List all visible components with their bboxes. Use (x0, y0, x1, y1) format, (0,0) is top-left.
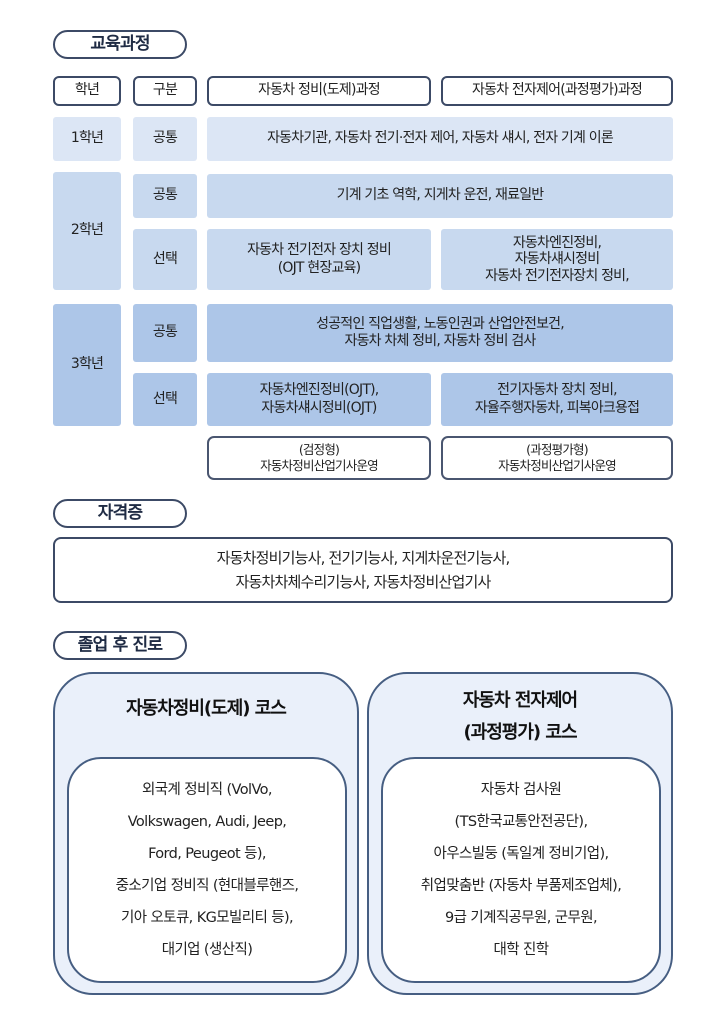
header-grade: 학년 (53, 76, 121, 106)
list-item: 대학 진학 (493, 942, 550, 958)
list-item: 외국계 정비직 (VolVo, (142, 782, 272, 798)
text-line: 자동차섀시정비 (514, 251, 600, 268)
grade3-common: 성공적인 직업생활, 노동인권과 산업안전보건,자동차 차체 정비, 자동차 정… (207, 304, 673, 362)
list-item: (TS한국교통안전공단), (454, 814, 589, 830)
text-line: (검정형) (298, 442, 340, 458)
text-line: 자동차정비산업기사운영 (260, 458, 379, 473)
section-title-certificate: 자격증 (53, 499, 187, 528)
list-item: 대기업 (생산직) (161, 942, 253, 958)
header-course1: 자동차 정비(도제)과정 (207, 76, 431, 106)
career-card-electronic-control: 자동차 전자제어 (과정평가) 코스 자동차 검사원 (TS한국교통안전공단),… (367, 672, 673, 995)
grade3-common-label: 공통 (133, 304, 197, 362)
card-title: 자동차정비(도제) 코스 (126, 698, 287, 719)
career-card-apprenticeship: 자동차정비(도제) 코스 외국계 정비직 (VolVo, Volkswagen,… (53, 672, 359, 995)
grade2-common-label: 공통 (133, 174, 197, 218)
section-title-career: 졸업 후 진로 (53, 631, 187, 660)
grade3-elective2: 전기자동차 장치 정비,자율주행자동차, 피복아크용접 (441, 373, 673, 426)
list-item: 기아 오토큐, KG모빌리티 등), (120, 910, 294, 926)
text-line: 자동차 전기전자장치 정비, (485, 267, 630, 284)
text-line: 자동차 차체 정비, 자동차 정비 검사 (344, 333, 536, 349)
list-item: 취업맞춤반 (자동차 부품제조업체), (420, 878, 622, 894)
text-line: 성공적인 직업생활, 노동인권과 산업안전보건, (316, 315, 565, 332)
grade2-elective1: 자동차 전기전자 장치 정비(OJT 현장교육) (207, 229, 431, 290)
grade3-label: 3학년 (53, 304, 121, 426)
text-line: (과정평가형) (526, 442, 588, 458)
grade1-label: 1학년 (53, 117, 121, 161)
text-line: 자동차섀시정비(OJT) (261, 399, 377, 416)
text-line: 자동차정비산업기사운영 (498, 458, 617, 473)
header-course2: 자동차 전자제어(과정평가)과정 (441, 76, 673, 106)
grade3-elective-label: 선택 (133, 373, 197, 426)
text-line: 자동차엔진정비, (512, 235, 602, 252)
text-line: (OJT 현장교육) (277, 259, 361, 276)
operation-right: (과정평가형)자동차정비산업기사운영 (441, 436, 673, 480)
card-title: (과정평가) 코스 (463, 722, 577, 743)
grade2-common: 기계 기초 역학, 지게차 운전, 재료일반 (207, 174, 673, 218)
list-item: 중소기업 정비직 (현대블루핸즈, (115, 878, 299, 894)
text-line: 자동차엔진정비(OJT), (259, 382, 380, 398)
grade2-label: 2학년 (53, 172, 121, 290)
text-line: 자동차 전기전자 장치 정비 (247, 242, 392, 258)
list-item: 9급 기계직공무원, 군무원, (444, 910, 598, 926)
section-title-curriculum: 교육과정 (53, 30, 187, 59)
list-item: Volkswagen, Audi, Jeep, (127, 814, 287, 830)
text-line: 전기자동차 장치 정비, (497, 382, 617, 398)
certificate-box: 자동차정비기능사, 전기기능사, 지게차운전기능사, 자동차차체수리기능사, 자동… (53, 537, 673, 603)
career-list: 외국계 정비직 (VolVo, Volkswagen, Audi, Jeep, … (67, 757, 347, 983)
career-list: 자동차 검사원 (TS한국교통안전공단), 아우스빌둥 (독일계 정비기업), … (381, 757, 661, 983)
operation-left: (검정형)자동차정비산업기사운영 (207, 436, 431, 480)
list-item: Ford, Peugeot 등), (148, 846, 266, 862)
text-line: 자동차정비기능사, 전기기능사, 지게차운전기능사, (216, 549, 511, 567)
list-item: 자동차 검사원 (480, 782, 562, 798)
grade1-common-label: 공통 (133, 117, 197, 161)
grade3-elective1: 자동차엔진정비(OJT),자동차섀시정비(OJT) (207, 373, 431, 426)
text-line: 자율주행자동차, 피복아크용접 (474, 399, 640, 416)
grade2-elective-label: 선택 (133, 229, 197, 290)
card-title: 자동차 전자제어 (462, 690, 578, 711)
header-category: 구분 (133, 76, 197, 106)
grade1-common: 자동차기관, 자동차 전기·전자 제어, 자동차 섀시, 전자 기계 이론 (207, 117, 673, 161)
text-line: 자동차차체수리기능사, 자동차정비산업기사 (235, 573, 492, 591)
list-item: 아우스빌둥 (독일계 정비기업), (433, 846, 609, 862)
